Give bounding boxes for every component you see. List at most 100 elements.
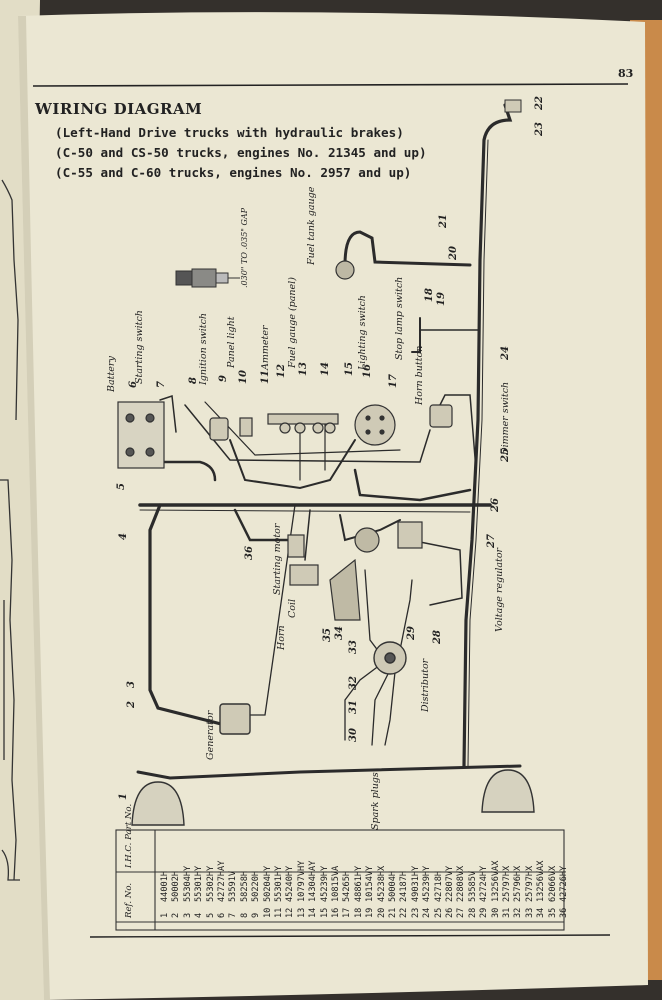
callout-29: 29	[406, 626, 417, 640]
spark-gap-note: .030" TO .035" GAP	[240, 207, 249, 288]
page-number: 83	[618, 67, 634, 80]
callout-20: 20	[448, 246, 459, 260]
label-panel-light: Panel light	[226, 316, 237, 368]
callout-7: 7	[156, 381, 167, 388]
table-ref-cell: 26	[445, 907, 455, 918]
label-dimmer-switch: Dimmer switch	[500, 381, 511, 455]
fuel-tank-gauge-icon	[335, 260, 355, 280]
table-ref-cell: 29	[479, 907, 490, 918]
callout-32: 32	[348, 676, 359, 690]
table-part-cell: 10154VY	[365, 865, 376, 902]
table-ref-cell: 25	[433, 907, 444, 918]
label-battery: Battery	[106, 356, 117, 392]
callout-5: 5	[116, 483, 127, 490]
table-part-cell: 45240HY	[285, 865, 296, 902]
table-part-cell: 50004H	[388, 870, 398, 902]
table-ref-cell: 7	[228, 912, 239, 918]
generator-icon	[219, 703, 251, 735]
label-generator: Generator	[205, 710, 216, 760]
table-ref-cell: 4	[194, 912, 205, 918]
callout-9: 9	[218, 375, 229, 382]
table-ref-cell: 21	[388, 907, 398, 918]
table-part-cell: 55301HY	[194, 865, 205, 902]
callout-11: 11	[260, 370, 271, 384]
table-ref-cell: 35	[547, 907, 558, 918]
table-part-cell: 49031HY	[410, 865, 421, 902]
table-header-part: I.H.C. Part No.	[124, 803, 134, 868]
table-part-cell: 42727HAY	[217, 860, 227, 902]
subtitle-line-2: (C-50 and CS-50 trucks, engines No. 2134…	[55, 145, 427, 160]
table-part-cell: 25796HX	[513, 865, 524, 902]
subtitle-line-3: (C-55 and C-60 trucks, engines No. 2957 …	[55, 165, 412, 180]
callout-27: 27	[486, 534, 497, 548]
ignition-switch-icon	[209, 417, 229, 441]
table-ref-cell: 6	[217, 912, 227, 918]
wiring-diagram	[136, 103, 522, 780]
table-ref-cell: 28	[467, 907, 478, 918]
table-ref-cell: 9	[251, 912, 262, 918]
table-ref-cell: 14	[308, 907, 319, 918]
callout-28: 28	[432, 630, 443, 644]
callout-19: 19	[436, 292, 447, 306]
callout-31: 31	[348, 700, 359, 714]
callout-10: 10	[238, 370, 249, 384]
instrument-cluster-icon	[267, 413, 339, 434]
table-ref-cell: 22	[399, 907, 410, 918]
callout-33: 33	[348, 640, 359, 654]
page-title: WIRING DIAGRAM	[35, 100, 203, 118]
table-part-cell: 50204HY	[262, 865, 273, 902]
table-ref-cell: 17	[342, 907, 353, 918]
table-part-cell: 10797VHY	[296, 860, 307, 902]
table-part-cell: 53591V	[228, 870, 239, 902]
callout-16: 16	[362, 364, 373, 378]
callout-6: 6	[128, 381, 139, 388]
callout-13: 13	[298, 362, 309, 376]
label-horn-button: Horn button	[414, 345, 425, 405]
table-ref-cell: 31	[502, 907, 512, 918]
table-ref-cell: 30	[490, 907, 501, 918]
table-part-cell: 50220H	[251, 870, 262, 902]
table-ref-cell: 36	[559, 907, 569, 918]
table-part-cell: 42718H	[433, 870, 444, 902]
lighting-switch-icon	[354, 404, 396, 446]
terminal-block-icon	[504, 99, 522, 113]
label-fuel-gauge-panel: Fuel gauge (panel)	[287, 277, 298, 368]
table-ref-cell: 27	[456, 907, 467, 918]
label-coil: Coil	[287, 598, 298, 618]
callout-34: 34	[334, 626, 345, 640]
table-part-cell: 13256VAX	[490, 860, 501, 902]
table-part-cell: 42724HY	[479, 865, 490, 902]
table-part-cell: 10815VA	[331, 865, 341, 902]
table-part-cell: 50002H	[171, 870, 182, 902]
table-part-cell: 55304HY	[182, 865, 193, 902]
panel-light-icon	[239, 417, 253, 437]
table-part-cell: 45239HY	[422, 865, 433, 902]
table-part-cell: 24187H	[399, 870, 410, 902]
battery-icon	[117, 401, 165, 469]
table-ref-cell: 32	[513, 907, 524, 918]
page-gutter-shadow	[18, 16, 50, 1000]
table-part-cell: 54265H	[342, 870, 353, 902]
main-harness	[462, 103, 513, 768]
table-ref-cell: 3	[182, 912, 193, 918]
label-ammeter: Ammeter	[260, 325, 271, 370]
headlight-wire	[136, 764, 522, 780]
callout-14: 14	[320, 362, 331, 376]
table-part-cell: 44001H	[160, 870, 170, 902]
callout-36: 36	[244, 546, 255, 560]
callout-3: 3	[126, 681, 137, 688]
table-part-cell: 22807VY	[445, 865, 455, 902]
table-part-cell: 13256VAX	[536, 860, 547, 902]
callout-2: 2	[126, 701, 137, 708]
table-part-cell: 25797HX	[502, 865, 512, 902]
table-part-cell: 58258H	[239, 870, 250, 902]
callout-26: 26	[490, 498, 501, 512]
table-ref-cell: 20	[376, 907, 387, 918]
spark-plug-icon	[175, 268, 240, 288]
callout-8: 8	[188, 377, 199, 384]
callout-24: 24	[500, 346, 511, 360]
header-rule	[32, 83, 629, 87]
table-part-cell: 53585V	[467, 870, 478, 902]
label-distributor: Distributor	[420, 658, 431, 712]
label-horn: Horn	[276, 625, 287, 650]
